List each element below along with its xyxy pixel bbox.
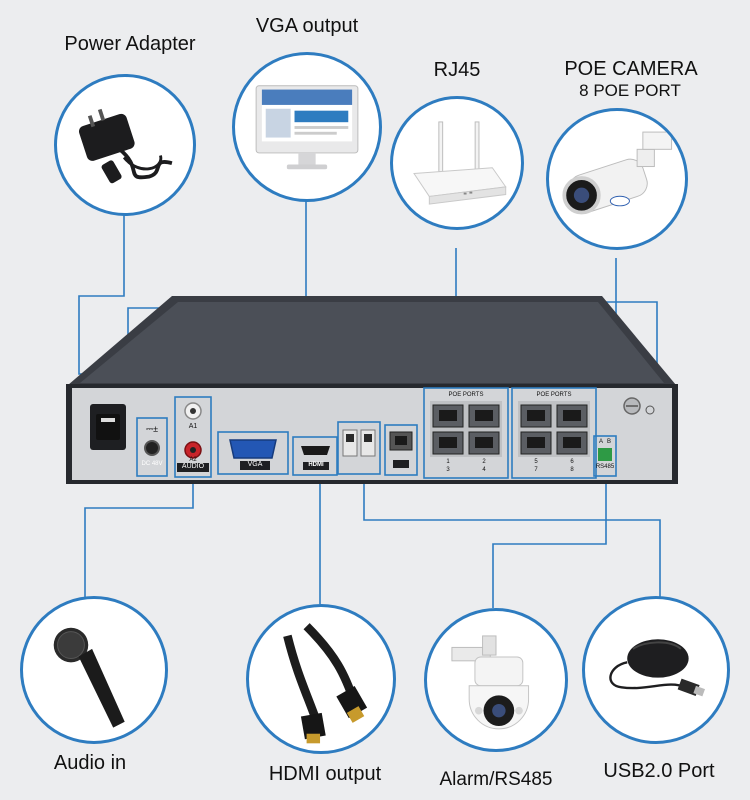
hdmi-output-circle (246, 604, 396, 754)
usb-port-circle (582, 596, 730, 744)
hdmi-cable-icon (283, 623, 368, 744)
a1-label: A1 (188, 423, 198, 430)
router-icon (413, 121, 507, 205)
port-4-label: 4 (482, 467, 486, 473)
vga-output-circle (232, 52, 382, 202)
a2-label: A2 (189, 457, 197, 463)
poe-camera-circle (546, 108, 688, 250)
port-5-label: 5 (534, 459, 538, 465)
vga-label: VGA (247, 461, 263, 468)
power-adapter-circle (54, 74, 196, 216)
hdmi-output-label: HDMI output (268, 763, 382, 785)
power-adapter-label: Power Adapter (64, 33, 196, 55)
port-1-label: 1 (446, 459, 450, 465)
power-adapter-icon (78, 108, 173, 184)
rs485-terminal (598, 448, 612, 461)
poe-ports-sub-label: 8 POE PORT (579, 81, 681, 100)
mouse-icon (609, 639, 705, 697)
microphone-icon (53, 627, 125, 728)
usb-port-2 (360, 429, 376, 457)
poe-camera-label: POE CAMERA (564, 58, 698, 80)
bullet-camera-icon (562, 131, 673, 215)
svg-text:⎓±: ⎓± (146, 424, 158, 434)
port-2-label: 2 (482, 459, 486, 465)
alarm-rs485-label: Alarm/RS485 (439, 769, 553, 790)
rs-a-label: A (598, 439, 603, 445)
hdmi-label: HDMI (308, 462, 324, 468)
vga-output-label: VGA output (255, 15, 359, 37)
rj45-label: RJ45 (433, 59, 481, 81)
port-6-label: 6 (570, 459, 574, 465)
port-8-label: 8 (570, 467, 574, 473)
rs-b-label: B (606, 439, 611, 445)
audio-label: AUDIO (181, 463, 205, 470)
rj45-circle (390, 96, 524, 230)
vga-port (229, 439, 277, 459)
audio-in-label: Audio in (53, 752, 127, 774)
dc-label: DC 48V (141, 461, 163, 467)
usb-port-1 (342, 429, 358, 457)
audio-in-circle (20, 596, 168, 744)
port-3-label: 3 (446, 467, 450, 473)
port-7-label: 7 (534, 467, 538, 473)
poe-ports-left-label: POE PORTS (448, 392, 484, 398)
ptz-camera-icon (451, 635, 530, 730)
monitor-icon (255, 85, 359, 170)
usb-port-label: USB2.0 Port (603, 760, 715, 782)
dc-jack (144, 440, 160, 456)
rs485-label: RS485 (595, 464, 615, 470)
hdmi-port (301, 446, 330, 455)
alarm-rs485-circle (424, 608, 568, 752)
poe-ports-right-label: POE PORTS (536, 392, 572, 398)
